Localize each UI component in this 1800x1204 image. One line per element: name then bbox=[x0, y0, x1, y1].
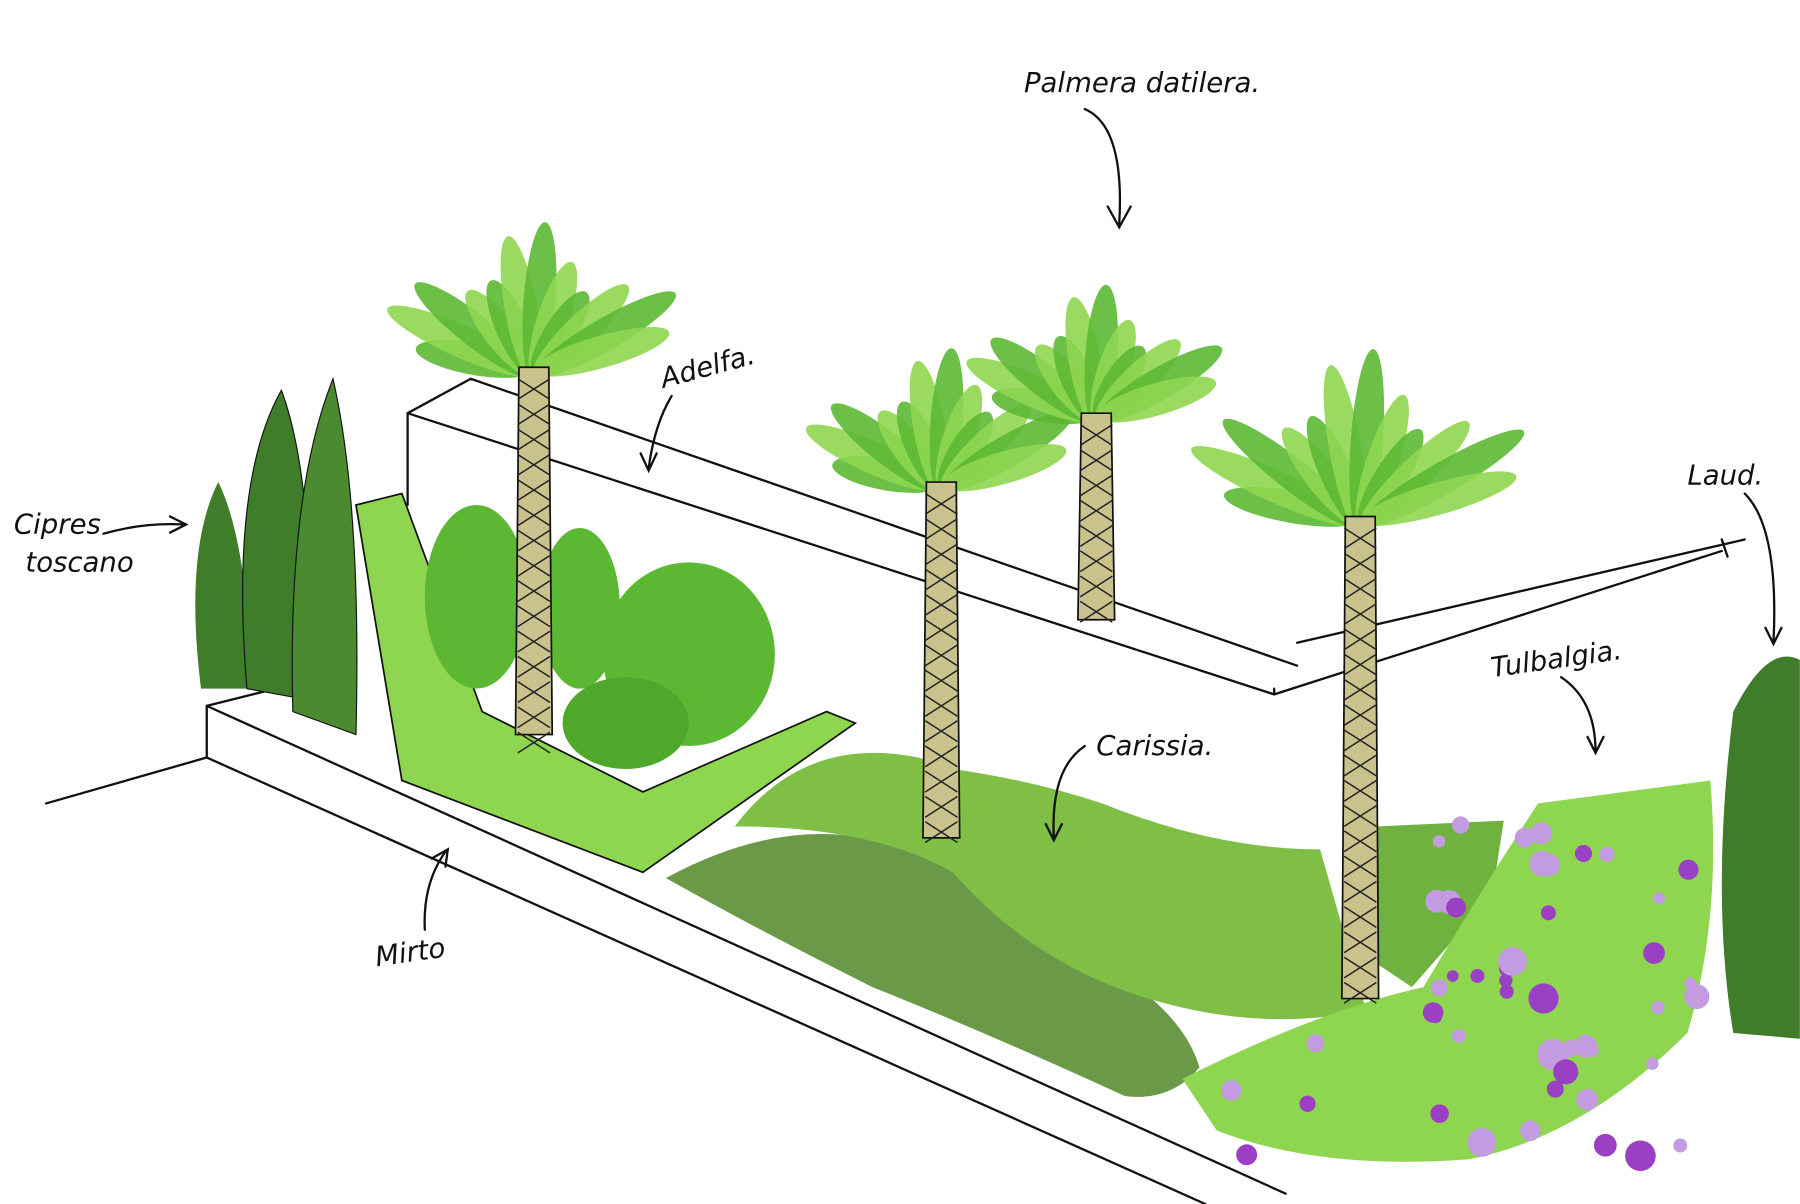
lawn bbox=[665, 833, 1200, 1097]
flower bbox=[1514, 827, 1535, 848]
label-mirto-text: Mirto bbox=[373, 932, 447, 973]
flower bbox=[1546, 1080, 1564, 1098]
palm-frond bbox=[1360, 471, 1517, 526]
flower bbox=[1422, 1002, 1444, 1023]
flower bbox=[1593, 1133, 1617, 1157]
flower bbox=[1451, 816, 1470, 834]
label-cipres-line1: Cipres bbox=[14, 509, 101, 541]
flower bbox=[1684, 977, 1697, 990]
flower bbox=[1221, 1080, 1242, 1101]
label-adelfa-text: Adelfa. bbox=[655, 339, 758, 395]
label-tulbalgia: Tulbalgia. bbox=[1489, 634, 1624, 756]
palm-trees bbox=[387, 222, 1525, 1004]
flower bbox=[1432, 835, 1446, 848]
flower bbox=[1446, 970, 1459, 982]
flower bbox=[1553, 1059, 1579, 1085]
flower bbox=[1519, 1120, 1541, 1142]
trunk-hatching bbox=[517, 378, 551, 754]
label-palmera-text: Palmera datilera. bbox=[1024, 67, 1260, 99]
flower bbox=[1599, 846, 1615, 862]
flower bbox=[1467, 1127, 1497, 1157]
palm-crown bbox=[1191, 349, 1525, 536]
tulbalgia-flowers bbox=[1221, 816, 1710, 1172]
trunk-hatching bbox=[1343, 527, 1377, 1004]
flower bbox=[1684, 984, 1710, 1010]
trunk-hatching bbox=[1079, 424, 1113, 623]
palm-tree bbox=[387, 222, 677, 754]
palm-crown bbox=[966, 284, 1223, 428]
flower bbox=[1430, 979, 1448, 997]
flower bbox=[1574, 1034, 1598, 1058]
palm-tree bbox=[805, 348, 1073, 844]
label-laurel: Laud. bbox=[1687, 459, 1783, 647]
label-tulbalgia-text: Tulbalgia. bbox=[1489, 634, 1624, 684]
label-palmera: Palmera datilera. bbox=[1024, 67, 1260, 230]
label-carissa: Carissia. bbox=[1044, 730, 1213, 843]
laurel-shrub bbox=[1721, 656, 1800, 1039]
flower bbox=[1562, 1039, 1580, 1057]
palm-tree bbox=[1191, 349, 1525, 1004]
palm-frond bbox=[941, 444, 1067, 492]
tulbalgia-bed bbox=[1182, 780, 1714, 1162]
adelfa-shrubs bbox=[424, 505, 775, 769]
label-laurel-text: Laud. bbox=[1687, 459, 1763, 491]
label-cipres-line2: toscano bbox=[25, 547, 133, 579]
curb bbox=[44, 687, 1287, 1204]
label-carissa-text: Carissia. bbox=[1096, 730, 1213, 762]
label-adelfa: Adelfa. bbox=[639, 339, 758, 474]
flower bbox=[1646, 1057, 1659, 1070]
flower bbox=[1576, 1088, 1599, 1111]
palm-trunk bbox=[1341, 515, 1380, 1000]
palm-trunk bbox=[922, 481, 961, 839]
flower bbox=[1499, 973, 1513, 988]
flower bbox=[1236, 1144, 1258, 1166]
flower bbox=[1653, 892, 1666, 905]
flower bbox=[1446, 897, 1466, 918]
label-mirto: Mirto bbox=[373, 847, 450, 973]
flower bbox=[1528, 983, 1559, 1014]
flower bbox=[1529, 851, 1555, 877]
palm-crown bbox=[805, 348, 1073, 497]
flower bbox=[1498, 947, 1527, 976]
flower bbox=[1673, 1138, 1688, 1153]
flower bbox=[1625, 1140, 1656, 1172]
label-cipres: Cipres toscano bbox=[14, 509, 189, 579]
palm-frond bbox=[533, 326, 670, 377]
flower bbox=[1470, 969, 1485, 983]
flower bbox=[1540, 905, 1556, 921]
flower bbox=[1306, 1034, 1325, 1053]
flower bbox=[1651, 1000, 1665, 1015]
cipres-toscano-group bbox=[195, 376, 358, 736]
palm-frond bbox=[1096, 376, 1217, 423]
carissa-groundcover bbox=[734, 752, 1366, 1020]
flower bbox=[1574, 844, 1593, 863]
trunk-hatching bbox=[924, 492, 958, 844]
palm-tree bbox=[966, 284, 1223, 623]
flower bbox=[1530, 822, 1553, 845]
flower bbox=[1678, 859, 1699, 880]
palm-crown bbox=[387, 222, 677, 384]
flower bbox=[1643, 942, 1665, 964]
flower bbox=[1430, 1104, 1449, 1123]
flower bbox=[1451, 1028, 1466, 1043]
flower bbox=[1299, 1095, 1316, 1112]
flower bbox=[1499, 984, 1514, 999]
palm-trunk bbox=[1077, 412, 1116, 621]
